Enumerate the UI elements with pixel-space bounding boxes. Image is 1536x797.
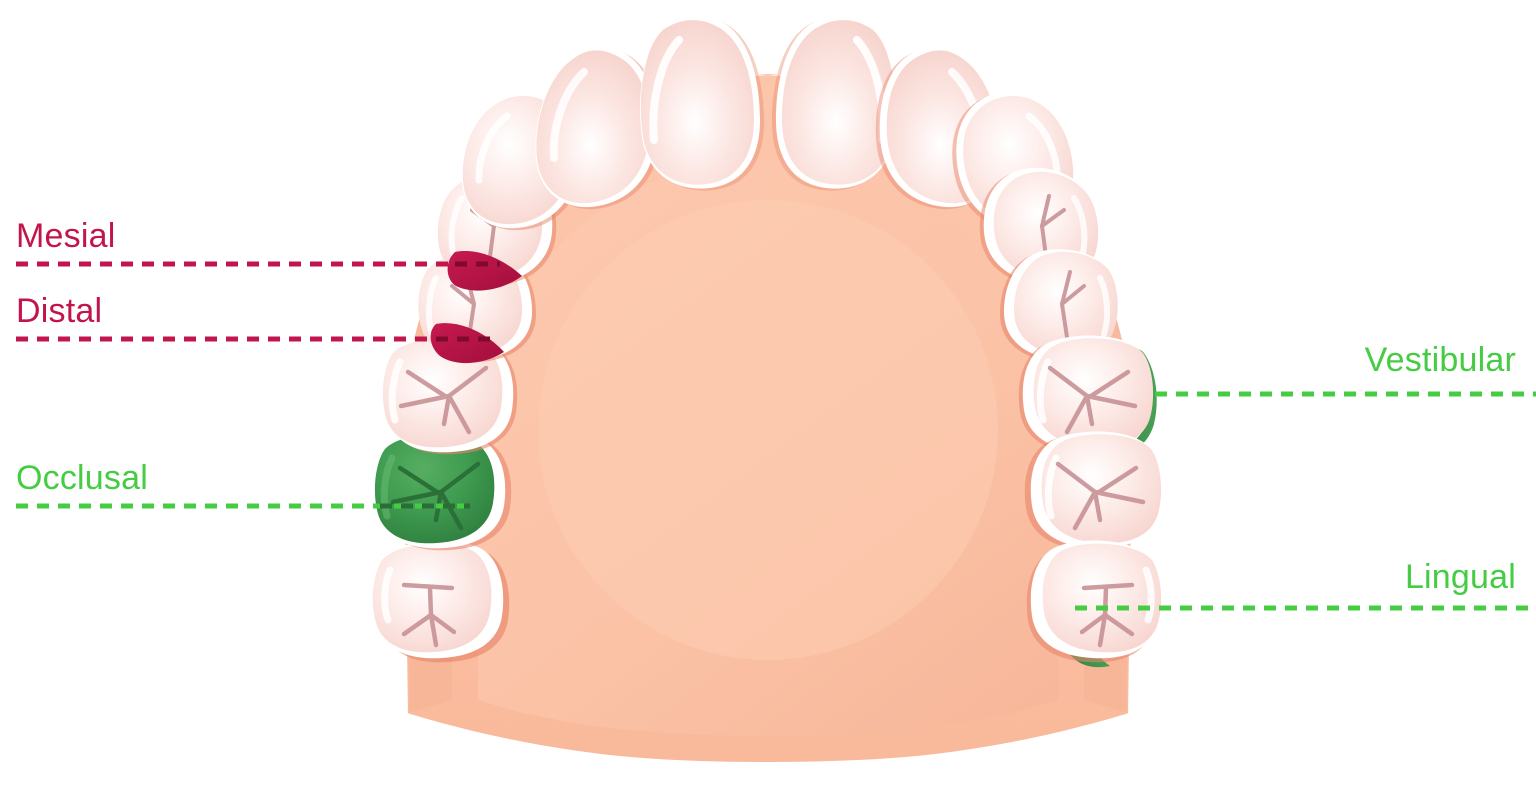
- tooth-left-central-incisor: [640, 15, 764, 191]
- label-occlusal: Occlusal: [16, 459, 148, 497]
- tooth-right-third-molar: [1026, 540, 1162, 668]
- tooth-right-central-incisor: [772, 15, 896, 191]
- label-vestibular: Vestibular: [1364, 341, 1516, 379]
- leader-lines: [16, 261, 1536, 611]
- tooth-right-first-molar: [1018, 335, 1157, 455]
- teeth-arch: [372, 15, 1162, 668]
- tooth-right-second-premolar: [1000, 249, 1118, 363]
- distal-crimson-crescent: [430, 323, 504, 364]
- tooth-left-third-molar: [372, 540, 510, 663]
- mesial-crimson-crescent: [447, 251, 522, 291]
- label-lingual: Lingual: [1404, 558, 1516, 596]
- tooth-right-second-molar: [1024, 431, 1162, 551]
- arch-bottom-edge: [404, 712, 1132, 797]
- palate-highlight: [538, 200, 998, 660]
- label-mesial: Mesial: [16, 217, 116, 255]
- tooth-left-first-molar: [382, 335, 518, 455]
- tooth-left-second-molar-occlusal-highlight: [374, 431, 512, 551]
- label-distal: Distal: [16, 292, 103, 330]
- tooth-left-lateral-incisor: [535, 46, 661, 210]
- leader-line-overlaps: [380, 261, 500, 509]
